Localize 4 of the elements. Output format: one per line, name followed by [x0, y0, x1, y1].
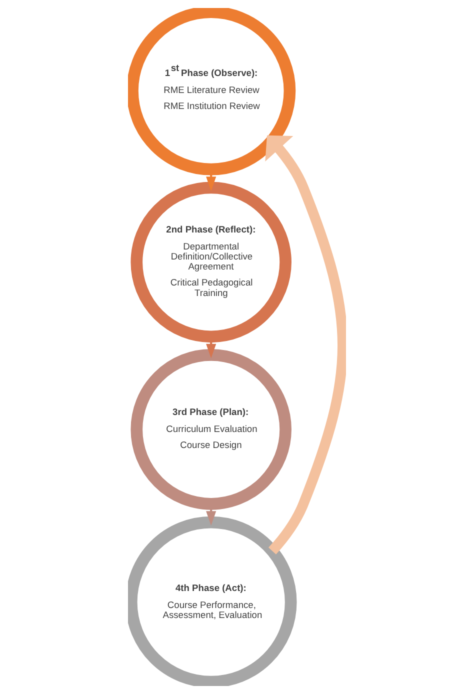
arrow: [265, 135, 346, 554]
node-circle: 3rd Phase (Plan): Curriculum Evaluation Course Design: [130, 349, 292, 510]
node-circle: 2nd Phase (Reflect): Departmental Definition/Collective Agreement Critical Pedagogical Training: [130, 182, 292, 343]
node-circle: 4th Phase (Act): Course Performance, Assessment, Evaluation: [128, 516, 297, 686]
